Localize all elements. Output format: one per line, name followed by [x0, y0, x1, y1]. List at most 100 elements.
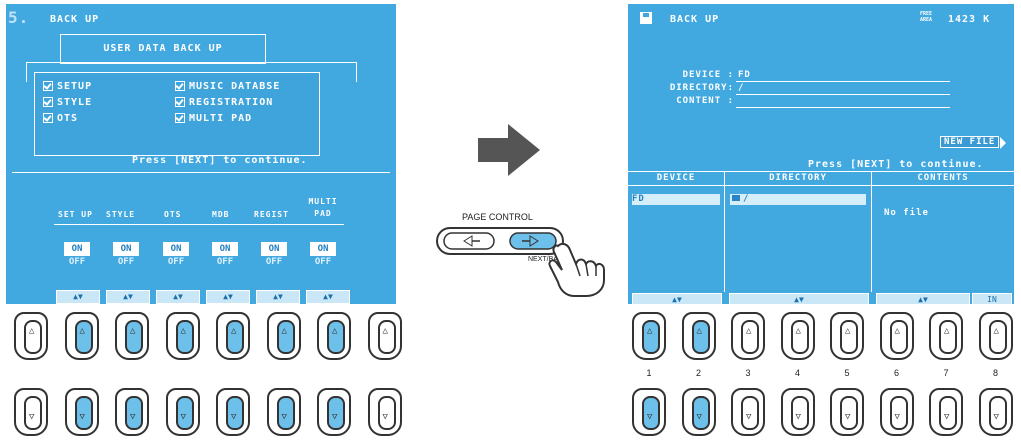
checkbox-icon	[175, 81, 185, 91]
right-lcd-screen: BACK UP FREE AREA 1423 K DEVICE : FD DIR…	[628, 4, 1014, 304]
button-number-label: 4	[794, 368, 800, 378]
right-down-button-2[interactable]: ▽	[681, 388, 716, 436]
pointing-hand-icon	[544, 236, 608, 302]
continue-text: Press [NEXT] to continue.	[132, 155, 308, 166]
left-up-button-8[interactable]: △	[367, 312, 402, 360]
left-down-button-6[interactable]: ▽	[266, 388, 301, 436]
left-down-button-3[interactable]: ▽	[115, 388, 149, 436]
left-down-button-7[interactable]: ▽	[317, 388, 351, 436]
checkbox-icon	[43, 81, 53, 91]
button-number-label: 6	[893, 368, 899, 378]
field-device-value: FD	[738, 70, 751, 80]
in-button[interactable]: IN	[972, 293, 1012, 304]
header-device: DEVICE	[628, 172, 725, 184]
col-label-mdb: MDB	[212, 210, 230, 219]
checkbox-style[interactable]: STYLE	[43, 97, 92, 108]
left-up-button-4[interactable]: △	[165, 312, 200, 360]
right-up-button-1[interactable]: △	[632, 312, 666, 360]
box-title: USER DATA BACK UP	[103, 43, 223, 54]
right-down-button-8[interactable]: ▽	[978, 388, 1013, 436]
continue-text: Press [NEXT] to continue.	[808, 159, 984, 170]
left-down-button-2[interactable]: ▽	[64, 388, 99, 436]
left-up-button-3[interactable]: △	[115, 312, 149, 360]
button-number-label: 2	[695, 368, 701, 378]
updown-style[interactable]: ▲▼	[106, 290, 150, 304]
checkbox-icon	[43, 113, 53, 123]
button-number-label: 8	[992, 368, 998, 378]
left-down-button-5[interactable]: ▽	[216, 388, 250, 436]
free-area-value: 1423 K	[948, 14, 991, 25]
field-directory-value: /	[738, 83, 745, 93]
button-number-label: 5	[844, 368, 850, 378]
right-down-button-5[interactable]: ▽	[830, 388, 864, 436]
left-up-button-7[interactable]: △	[317, 312, 351, 360]
checkbox-ots[interactable]: OTS	[43, 113, 78, 124]
contents-empty-text: No file	[884, 208, 929, 218]
new-file-button[interactable]: NEW FILE	[940, 136, 1000, 148]
screen-title: BACK UP	[670, 14, 720, 25]
right-up-button-6[interactable]: △	[879, 312, 914, 360]
right-down-button-1[interactable]: ▽	[632, 388, 666, 436]
device-item-fd[interactable]: FD	[632, 194, 720, 205]
right-down-button-7[interactable]: ▽	[929, 388, 963, 436]
updown-device[interactable]: ▲▼	[632, 293, 722, 304]
folder-icon	[732, 195, 740, 201]
field-content-label: CONTENT :	[676, 96, 734, 106]
left-down-button-4[interactable]: ▽	[165, 388, 200, 436]
file-browser: DEVICE DIRECTORY CONTENTS FD / No file ▲…	[628, 171, 1014, 304]
next-back-label: NEXT/BACK	[528, 256, 568, 263]
right-down-button-4[interactable]: ▽	[780, 388, 815, 436]
left-down-button-1[interactable]: ▽	[14, 388, 48, 436]
new-file-arrow-icon	[1000, 137, 1006, 149]
right-up-button-4[interactable]: △	[780, 312, 815, 360]
field-directory-label: DIRECTORY:	[669, 83, 734, 93]
floppy-disk-icon	[640, 12, 652, 24]
page-number: 5.	[8, 8, 30, 27]
left-up-button-6[interactable]: △	[266, 312, 301, 360]
left-up-button-1[interactable]: △	[14, 312, 48, 360]
updown-setup[interactable]: ▲▼	[56, 290, 100, 304]
col-label-ots: OTS	[164, 210, 182, 219]
right-up-button-8[interactable]: △	[978, 312, 1013, 360]
left-lcd-screen: 5. BACK UP USER DATA BACK UP SETUP STYLE…	[6, 4, 396, 304]
free-area-label: FREE AREA	[920, 11, 933, 23]
checkbox-icon	[175, 113, 185, 123]
page-control-label: PAGE CONTROL	[462, 212, 533, 222]
updown-contents[interactable]: ▲▼	[876, 293, 970, 304]
updown-directory[interactable]: ▲▼	[729, 293, 869, 304]
checkbox-setup[interactable]: SETUP	[43, 81, 92, 92]
checkbox-registration[interactable]: REGISTRATION	[175, 97, 273, 108]
right-up-button-7[interactable]: △	[929, 312, 963, 360]
checkbox-panel: SETUP STYLE OTS MUSIC DATABSE REGISTRATI…	[34, 72, 320, 156]
col-label-regist: REGIST	[254, 210, 289, 219]
updown-ots[interactable]: ▲▼	[156, 290, 200, 304]
button-number-label: 7	[943, 368, 949, 378]
checkbox-icon	[43, 97, 53, 107]
header-directory: DIRECTORY	[725, 172, 872, 184]
right-up-button-3[interactable]: △	[731, 312, 765, 360]
button-number-label: 3	[745, 368, 751, 378]
updown-multi-pad[interactable]: ▲▼	[306, 290, 350, 304]
left-down-button-8[interactable]: ▽	[367, 388, 402, 436]
col-label-multi-pad: MULTI PAD	[308, 197, 338, 218]
col-label-style: STYLE	[106, 210, 136, 219]
checkbox-multi-pad[interactable]: MULTI PAD	[175, 113, 252, 124]
right-down-button-3[interactable]: ▽	[731, 388, 765, 436]
left-up-button-2[interactable]: △	[64, 312, 99, 360]
checkbox-music-database[interactable]: MUSIC DATABSE	[175, 81, 280, 92]
updown-regist[interactable]: ▲▼	[256, 290, 300, 304]
updown-mdb[interactable]: ▲▼	[206, 290, 250, 304]
left-up-button-5[interactable]: △	[216, 312, 250, 360]
back-button[interactable]	[444, 233, 494, 249]
directory-item-root[interactable]: /	[730, 194, 866, 205]
right-down-button-6[interactable]: ▽	[879, 388, 914, 436]
col-label-setup: SET UP	[58, 210, 93, 219]
right-up-button-2[interactable]: △	[681, 312, 716, 360]
right-up-button-5[interactable]: △	[830, 312, 864, 360]
